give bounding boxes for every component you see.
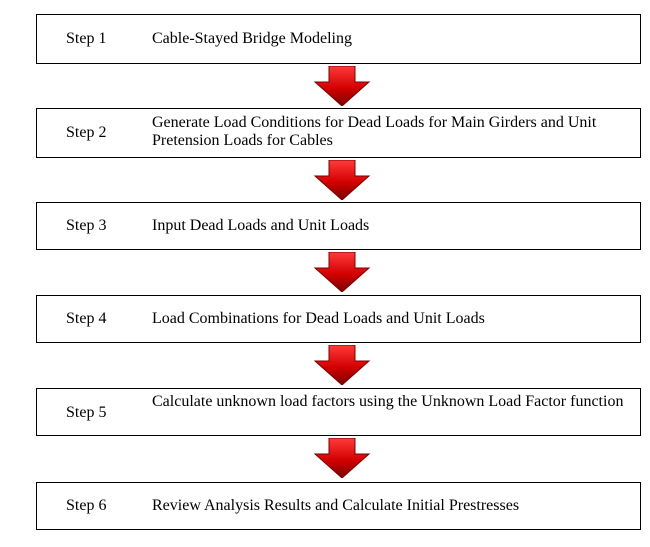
down-arrow-3 — [313, 252, 371, 292]
step-5-box: Step 5 Calculate unknown load factors us… — [36, 388, 641, 436]
step-6-box: Step 6 Review Analysis Results and Calcu… — [36, 482, 641, 530]
step-2-box: Step 2 Generate Load Conditions for Dead… — [36, 108, 641, 158]
step-4-text: Load Combinations for Dead Loads and Uni… — [152, 310, 485, 327]
down-arrow-1 — [313, 66, 371, 106]
step-1-text: Cable-Stayed Bridge Modeling — [152, 30, 352, 47]
step-5-label: Step 5 — [66, 404, 107, 421]
step-2-text: Generate Load Conditions for Dead Loads … — [152, 114, 597, 149]
step-3-box: Step 3 Input Dead Loads and Unit Loads — [36, 202, 641, 250]
step-6-text: Review Analysis Results and Calculate In… — [152, 497, 520, 514]
down-arrow-2 — [313, 160, 371, 200]
step-3-text: Input Dead Loads and Unit Loads — [152, 217, 370, 234]
down-arrow-5 — [313, 438, 371, 478]
step-6-label: Step 6 — [66, 497, 107, 514]
step-3-label: Step 3 — [66, 217, 107, 234]
step-4-box: Step 4 Load Combinations for Dead Loads … — [36, 295, 641, 343]
step-5-text: Calculate unknown load factors using the… — [152, 393, 624, 410]
down-arrow-4 — [313, 345, 371, 385]
step-2-label: Step 2 — [66, 124, 107, 141]
step-4-label: Step 4 — [66, 310, 107, 327]
step-1-box: Step 1 Cable-Stayed Bridge Modeling — [36, 14, 641, 64]
step-1-label: Step 1 — [66, 30, 107, 47]
